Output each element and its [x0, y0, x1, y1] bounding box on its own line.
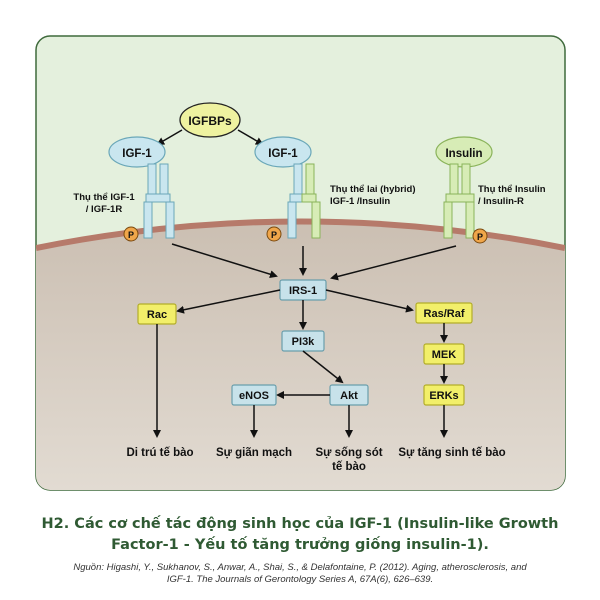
outcome-proliferation: Sự tăng sinh tế bào [398, 447, 505, 459]
irs1-label: IRS-1 [289, 285, 317, 297]
phospho-p-2 [266, 226, 282, 242]
igfbps-node [179, 102, 241, 138]
caption-source-line2: IGF-1. The Journals of Gerontology Serie… [166, 574, 434, 585]
arrow-igfbps-igf1-left [156, 129, 183, 146]
rac-label: Rac [147, 309, 167, 321]
phospho-p-3-label: P [477, 232, 483, 242]
igf1-mid-node [254, 136, 312, 168]
outcome-survival-line2: tế bào [332, 461, 366, 473]
igf1r-label-line1: Thụ thể IGF-1 [73, 192, 135, 203]
cell-membrane [36, 218, 565, 251]
arrow-irs1-rasraf [325, 289, 414, 313]
insulinr-label-line2: / Insulin-R [478, 196, 524, 207]
arrow-igfbps-igf1-mid [237, 129, 264, 146]
enos-label: eNOS [239, 390, 269, 402]
arrow-irs1-rac [176, 289, 281, 314]
cell-body [36, 221, 565, 490]
figure-caption-source: Nguồn: Higashi, Y., Sukhanov, S., Anwar,… [20, 562, 580, 586]
insulinr-label-line1: Thụ thể Insulin [478, 184, 546, 195]
caption-title-line1: H2. Các cơ chế tác động sinh học của IGF… [41, 516, 559, 532]
hybrid-label-line2: IGF-1 /Insulin [330, 196, 390, 207]
arrow-insulinr-irs1 [330, 245, 457, 281]
phospho-p-2-label: P [271, 230, 277, 240]
hybrid-receptor [287, 163, 321, 239]
igf1r-receptor [143, 163, 175, 239]
erks-label: ERKs [429, 390, 458, 402]
phospho-p-3 [472, 228, 488, 244]
insulin-label: Insulin [445, 148, 482, 160]
igf1r-label-line2: / IGF-1R [86, 204, 123, 215]
igf1-left-node [108, 136, 166, 168]
igfbps-label: IGFBPs [188, 114, 232, 128]
phospho-p-1-label: P [128, 230, 134, 240]
igf1-mid-label: IGF-1 [268, 148, 298, 160]
mek-label: MEK [432, 349, 457, 361]
caption-title-line2: Factor-1 - Yếu tố tăng trưởng giống insu… [111, 537, 489, 553]
rasraf-label: Ras/Raf [424, 308, 465, 320]
caption-source-line1: Nguồn: Higashi, Y., Sukhanov, S., Anwar,… [73, 562, 527, 573]
pi3k-label: PI3k [292, 336, 316, 348]
igf1-left-label: IGF-1 [122, 148, 152, 160]
arrow-pi3k-akt [302, 350, 344, 384]
figure-caption-title: H2. Các cơ chế tác động sinh học của IGF… [20, 514, 580, 556]
outcome-survival-line1: Sự sống sót [315, 447, 382, 459]
hybrid-label-line1: Thụ thể lai (hybrid) [330, 184, 416, 195]
outcome-migration: Di trú tế bào [126, 447, 193, 459]
phospho-p-1 [123, 226, 139, 242]
akt-label: Akt [340, 390, 358, 402]
insulinr-receptor [443, 163, 475, 239]
outcome-vasodilation: Sự giãn mạch [216, 447, 292, 459]
arrow-igf1r-irs1 [171, 243, 278, 279]
